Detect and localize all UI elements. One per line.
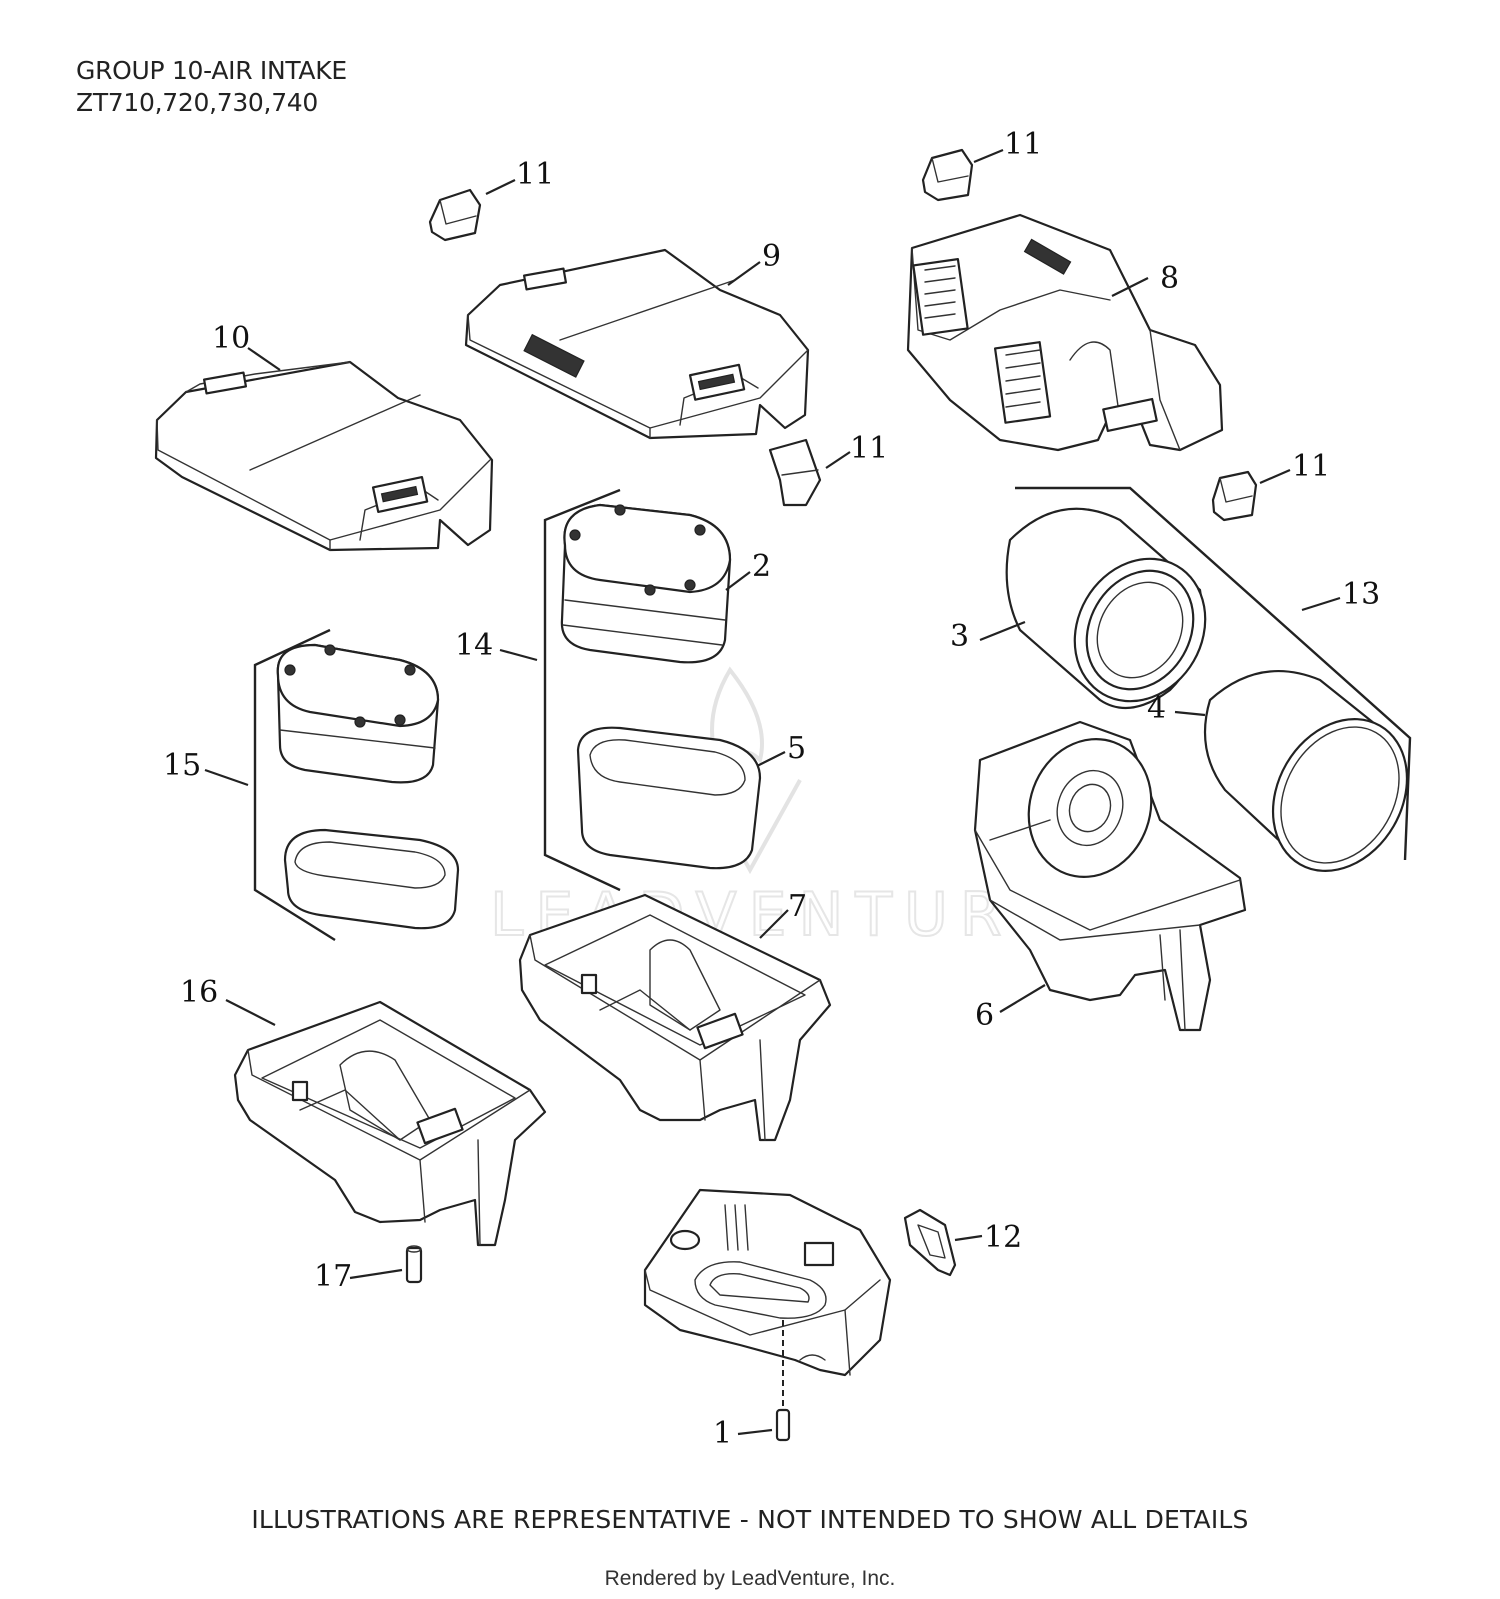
- part-11-clip-b[interactable]: [921, 148, 974, 202]
- callout-13: 13: [1342, 577, 1380, 612]
- callout-10: 10: [212, 321, 250, 356]
- part-2-filter-element[interactable]: [560, 503, 732, 664]
- part-11-clip-a[interactable]: [428, 188, 482, 242]
- part-5-precleaner-ring[interactable]: [576, 726, 762, 870]
- part-11-clip-d[interactable]: [1211, 470, 1258, 522]
- callout-11-a: 11: [516, 157, 554, 192]
- callout-4: 4: [1147, 691, 1166, 726]
- part-4-precleaner[interactable]: [1203, 670, 1434, 895]
- callout-7: 7: [788, 889, 807, 924]
- callout-8: 8: [1160, 261, 1179, 296]
- callout-2: 2: [752, 549, 771, 584]
- callout-11-d: 11: [1292, 449, 1330, 484]
- part-15-filter-element[interactable]: [276, 643, 440, 784]
- base-plate[interactable]: [643, 1188, 892, 1377]
- part-11-clip-c[interactable]: [768, 438, 822, 507]
- callout-12: 12: [984, 1220, 1022, 1255]
- callout-6: 6: [975, 998, 994, 1033]
- part-15-precleaner-ring[interactable]: [283, 828, 460, 930]
- model-numbers: ZT710,720,730,740: [76, 88, 319, 117]
- callout-15: 15: [163, 748, 201, 783]
- rendered-by-credit: Rendered by LeadVenture, Inc.: [604, 1567, 896, 1590]
- part-1-pin[interactable]: [775, 1408, 791, 1442]
- part-9-cover[interactable]: [464, 248, 810, 440]
- disclaimer-text: ILLUSTRATIONS ARE REPRESENTATIVE - NOT I…: [251, 1505, 1249, 1534]
- diagram-title: GROUP 10-AIR INTAKE: [76, 56, 347, 85]
- part-7-base[interactable]: [518, 893, 832, 1142]
- part-12-gasket[interactable]: [903, 1208, 957, 1277]
- callout-1: 1: [713, 1416, 732, 1451]
- callout-5: 5: [787, 731, 806, 766]
- part-8-cyclone-cover[interactable]: [906, 213, 1224, 452]
- callout-11-c: 11: [850, 431, 888, 466]
- callout-16: 16: [180, 975, 218, 1010]
- bracket-13: [1015, 486, 1412, 861]
- callout-3: 3: [950, 619, 969, 654]
- part-16-base[interactable]: [233, 1000, 547, 1247]
- callout-14: 14: [455, 628, 493, 663]
- part-3-filter-element[interactable]: [1005, 507, 1231, 725]
- callout-11-b: 11: [1004, 127, 1042, 162]
- part-10-cover[interactable]: [154, 360, 494, 552]
- bracket-14: [543, 488, 621, 892]
- callout-17: 17: [314, 1259, 352, 1294]
- part-6-cyclone-base[interactable]: [973, 720, 1247, 1032]
- callout-9: 9: [762, 239, 781, 274]
- part-17-pin[interactable]: [405, 1245, 423, 1284]
